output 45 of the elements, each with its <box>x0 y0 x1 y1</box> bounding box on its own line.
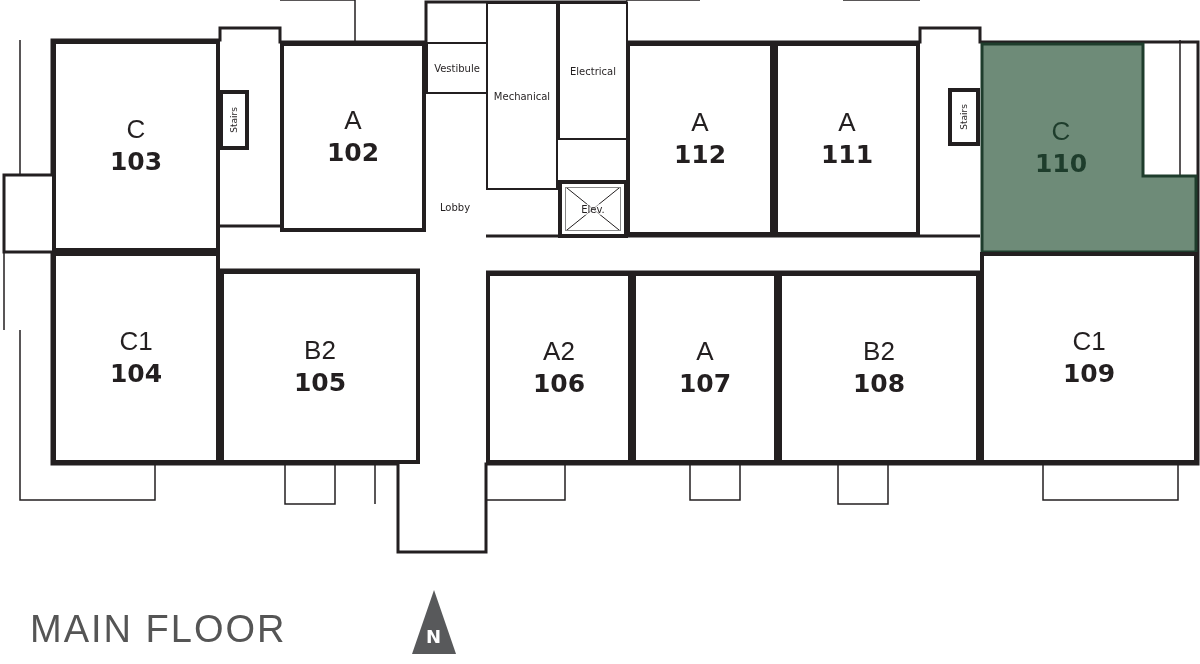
unit-room <box>52 40 220 252</box>
unit-number-label: 106 <box>532 368 586 400</box>
highlighted-unit-room <box>980 42 1198 254</box>
unit-type-label: A2 <box>543 335 575 367</box>
unit-number-label: 102 <box>326 137 380 169</box>
unit-number-label: 110 <box>1034 148 1088 180</box>
stairwell <box>219 90 249 150</box>
room-label: Lobby <box>439 201 471 213</box>
unit-number-label: 112 <box>673 139 727 171</box>
service-room <box>486 2 558 190</box>
service-room <box>426 42 488 94</box>
unit-number-label: 108 <box>852 368 906 400</box>
stairwell <box>948 88 980 146</box>
unit-type-label: B2 <box>304 334 336 366</box>
unit-number-label: 107 <box>678 368 732 400</box>
room-label: Vestibule <box>434 62 480 74</box>
room-label: Stairs <box>229 107 239 133</box>
floor-title: MAIN FLOOR <box>30 608 287 651</box>
room-label: Stairs <box>959 104 969 130</box>
unit-room <box>220 270 420 464</box>
unit-number-label: 103 <box>109 146 163 178</box>
unit-room <box>486 272 632 464</box>
room-label: Electrical <box>570 65 616 77</box>
unit-number-label: 104 <box>109 358 163 390</box>
unit-number-label: 105 <box>293 367 347 399</box>
unit-type-label: A <box>838 106 856 138</box>
unit-number-label: 109 <box>1062 358 1116 390</box>
unit-type-label: A <box>344 104 362 136</box>
elevator-shaft <box>558 180 628 238</box>
unit-room <box>774 42 920 236</box>
north-label: N <box>426 626 442 647</box>
unit-room <box>280 42 426 232</box>
unit-type-label: C1 <box>1072 325 1106 357</box>
room-label: Elev. <box>581 203 605 215</box>
unit-type-label: B2 <box>863 335 895 367</box>
unit-type-label: C <box>1051 115 1071 147</box>
unit-room <box>626 42 774 236</box>
unit-type-label: C <box>126 113 146 145</box>
unit-type-label: C1 <box>119 325 153 357</box>
unit-type-label: A <box>696 335 714 367</box>
room-label: Mechanical <box>493 90 551 102</box>
unit-number-label: 111 <box>820 139 874 171</box>
service-room <box>558 2 628 140</box>
unit-room <box>980 252 1198 464</box>
unit-type-label: A <box>691 106 709 138</box>
